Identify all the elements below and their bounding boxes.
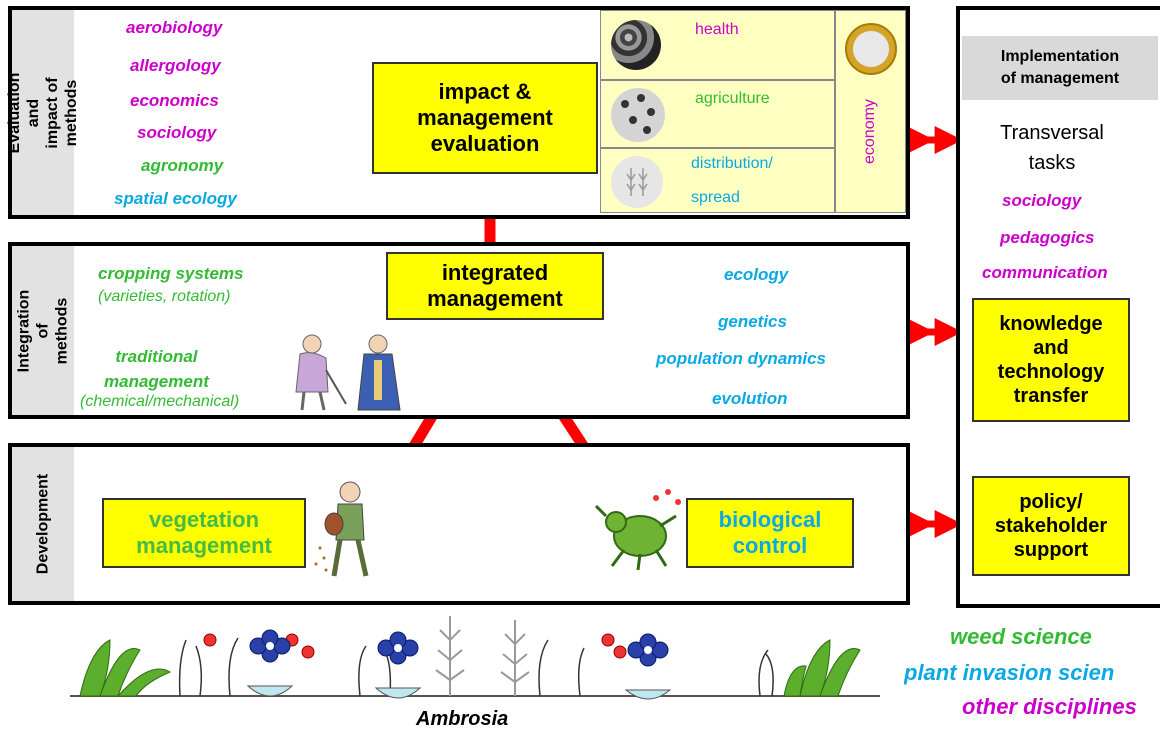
impact-distribution-cell: distribution/ spread	[600, 148, 835, 213]
farmers-illustration	[295, 334, 401, 411]
plant-invasion-science-label: plant invasion scien	[904, 660, 1115, 685]
impact-agriculture-cell: agriculture	[600, 80, 835, 148]
spread-map-image	[611, 156, 663, 208]
impact-economy-cell: economy	[835, 10, 906, 213]
plant-sketch-icon	[626, 168, 648, 196]
integrated-management-label: integrated management	[427, 260, 563, 311]
discipline-economics: economics	[130, 91, 219, 110]
biological-control-label: biological control	[718, 507, 822, 558]
traditional-management-label: traditional management	[104, 347, 209, 391]
impact-spread-label: spread	[691, 189, 740, 206]
other-disciplines-label: other disciplines	[962, 694, 1137, 719]
integrated-management-box: integrated management	[386, 252, 604, 320]
evaluation-side: Evaluation and impact of methods	[6, 10, 80, 215]
pollen-image	[611, 20, 661, 70]
development-side: Development	[12, 447, 74, 601]
policy-stakeholder-support-box: policy/ stakeholder support	[972, 476, 1130, 576]
integration-side-label: Integration of methods	[15, 289, 71, 372]
plant-strip-illustration	[70, 616, 880, 700]
euro-coin-icon	[845, 23, 897, 75]
knowledge-technology-transfer-label: knowledge and technology transfer	[997, 313, 1105, 407]
cropping-systems-note: (varieties, rotation)	[98, 288, 231, 305]
discipline-population-dynamics: population dynamics	[656, 349, 827, 368]
discipline-evolution: evolution	[712, 389, 788, 408]
discipline-genetics: genetics	[718, 312, 787, 331]
biological-control-box: biological control	[686, 498, 854, 568]
impact-agriculture-label: agriculture	[695, 90, 770, 107]
impact-economy-label: economy	[861, 99, 878, 164]
impact-health-label: health	[695, 21, 739, 38]
impact-health-cell: health	[600, 10, 835, 80]
discipline-ecology: ecology	[724, 265, 789, 284]
development-side-label: Development	[34, 473, 52, 575]
discipline-sociology: sociology	[137, 123, 217, 142]
impact-management-evaluation-box: impact & management evaluation	[372, 62, 598, 174]
impact-management-evaluation-label: impact & management evaluation	[417, 79, 553, 156]
seedlings-icon	[621, 94, 655, 134]
impact-distribution-label: distribution/	[691, 155, 773, 172]
knowledge-technology-transfer-box: knowledge and technology transfer	[972, 298, 1130, 422]
sower-illustration	[314, 481, 369, 577]
discipline-aerobiology: aerobiology	[126, 18, 223, 37]
implementation-header: Implementation of management	[962, 36, 1158, 100]
vegetation-management-box: vegetation management	[102, 498, 306, 568]
discipline-agronomy: agronomy	[141, 156, 224, 175]
integration-side: Integration of methods	[12, 246, 74, 415]
traditional-management-note: (chemical/mechanical)	[80, 393, 240, 410]
policy-stakeholder-support-label: policy/ stakeholder support	[994, 491, 1108, 561]
task-sociology: sociology	[1002, 191, 1082, 210]
cropping-systems-label: cropping systems	[98, 264, 244, 283]
transversal-tasks-label: Transversal tasks	[1000, 122, 1104, 174]
weed-science-label: weed science	[950, 624, 1092, 649]
ambrosia-label: Ambrosia	[416, 708, 509, 730]
discipline-spatial-ecology: spatial ecology	[114, 189, 237, 208]
vegetation-management-label: vegetation management	[136, 507, 272, 558]
crop-field-image	[611, 88, 665, 142]
discipline-allergology: allergology	[130, 56, 221, 75]
task-communication: communication	[982, 263, 1108, 282]
evaluation-side-label: Evaluation and impact of methods	[6, 72, 80, 153]
beetle-illustration	[594, 489, 681, 570]
task-pedagogics: pedagogics	[1000, 228, 1095, 247]
